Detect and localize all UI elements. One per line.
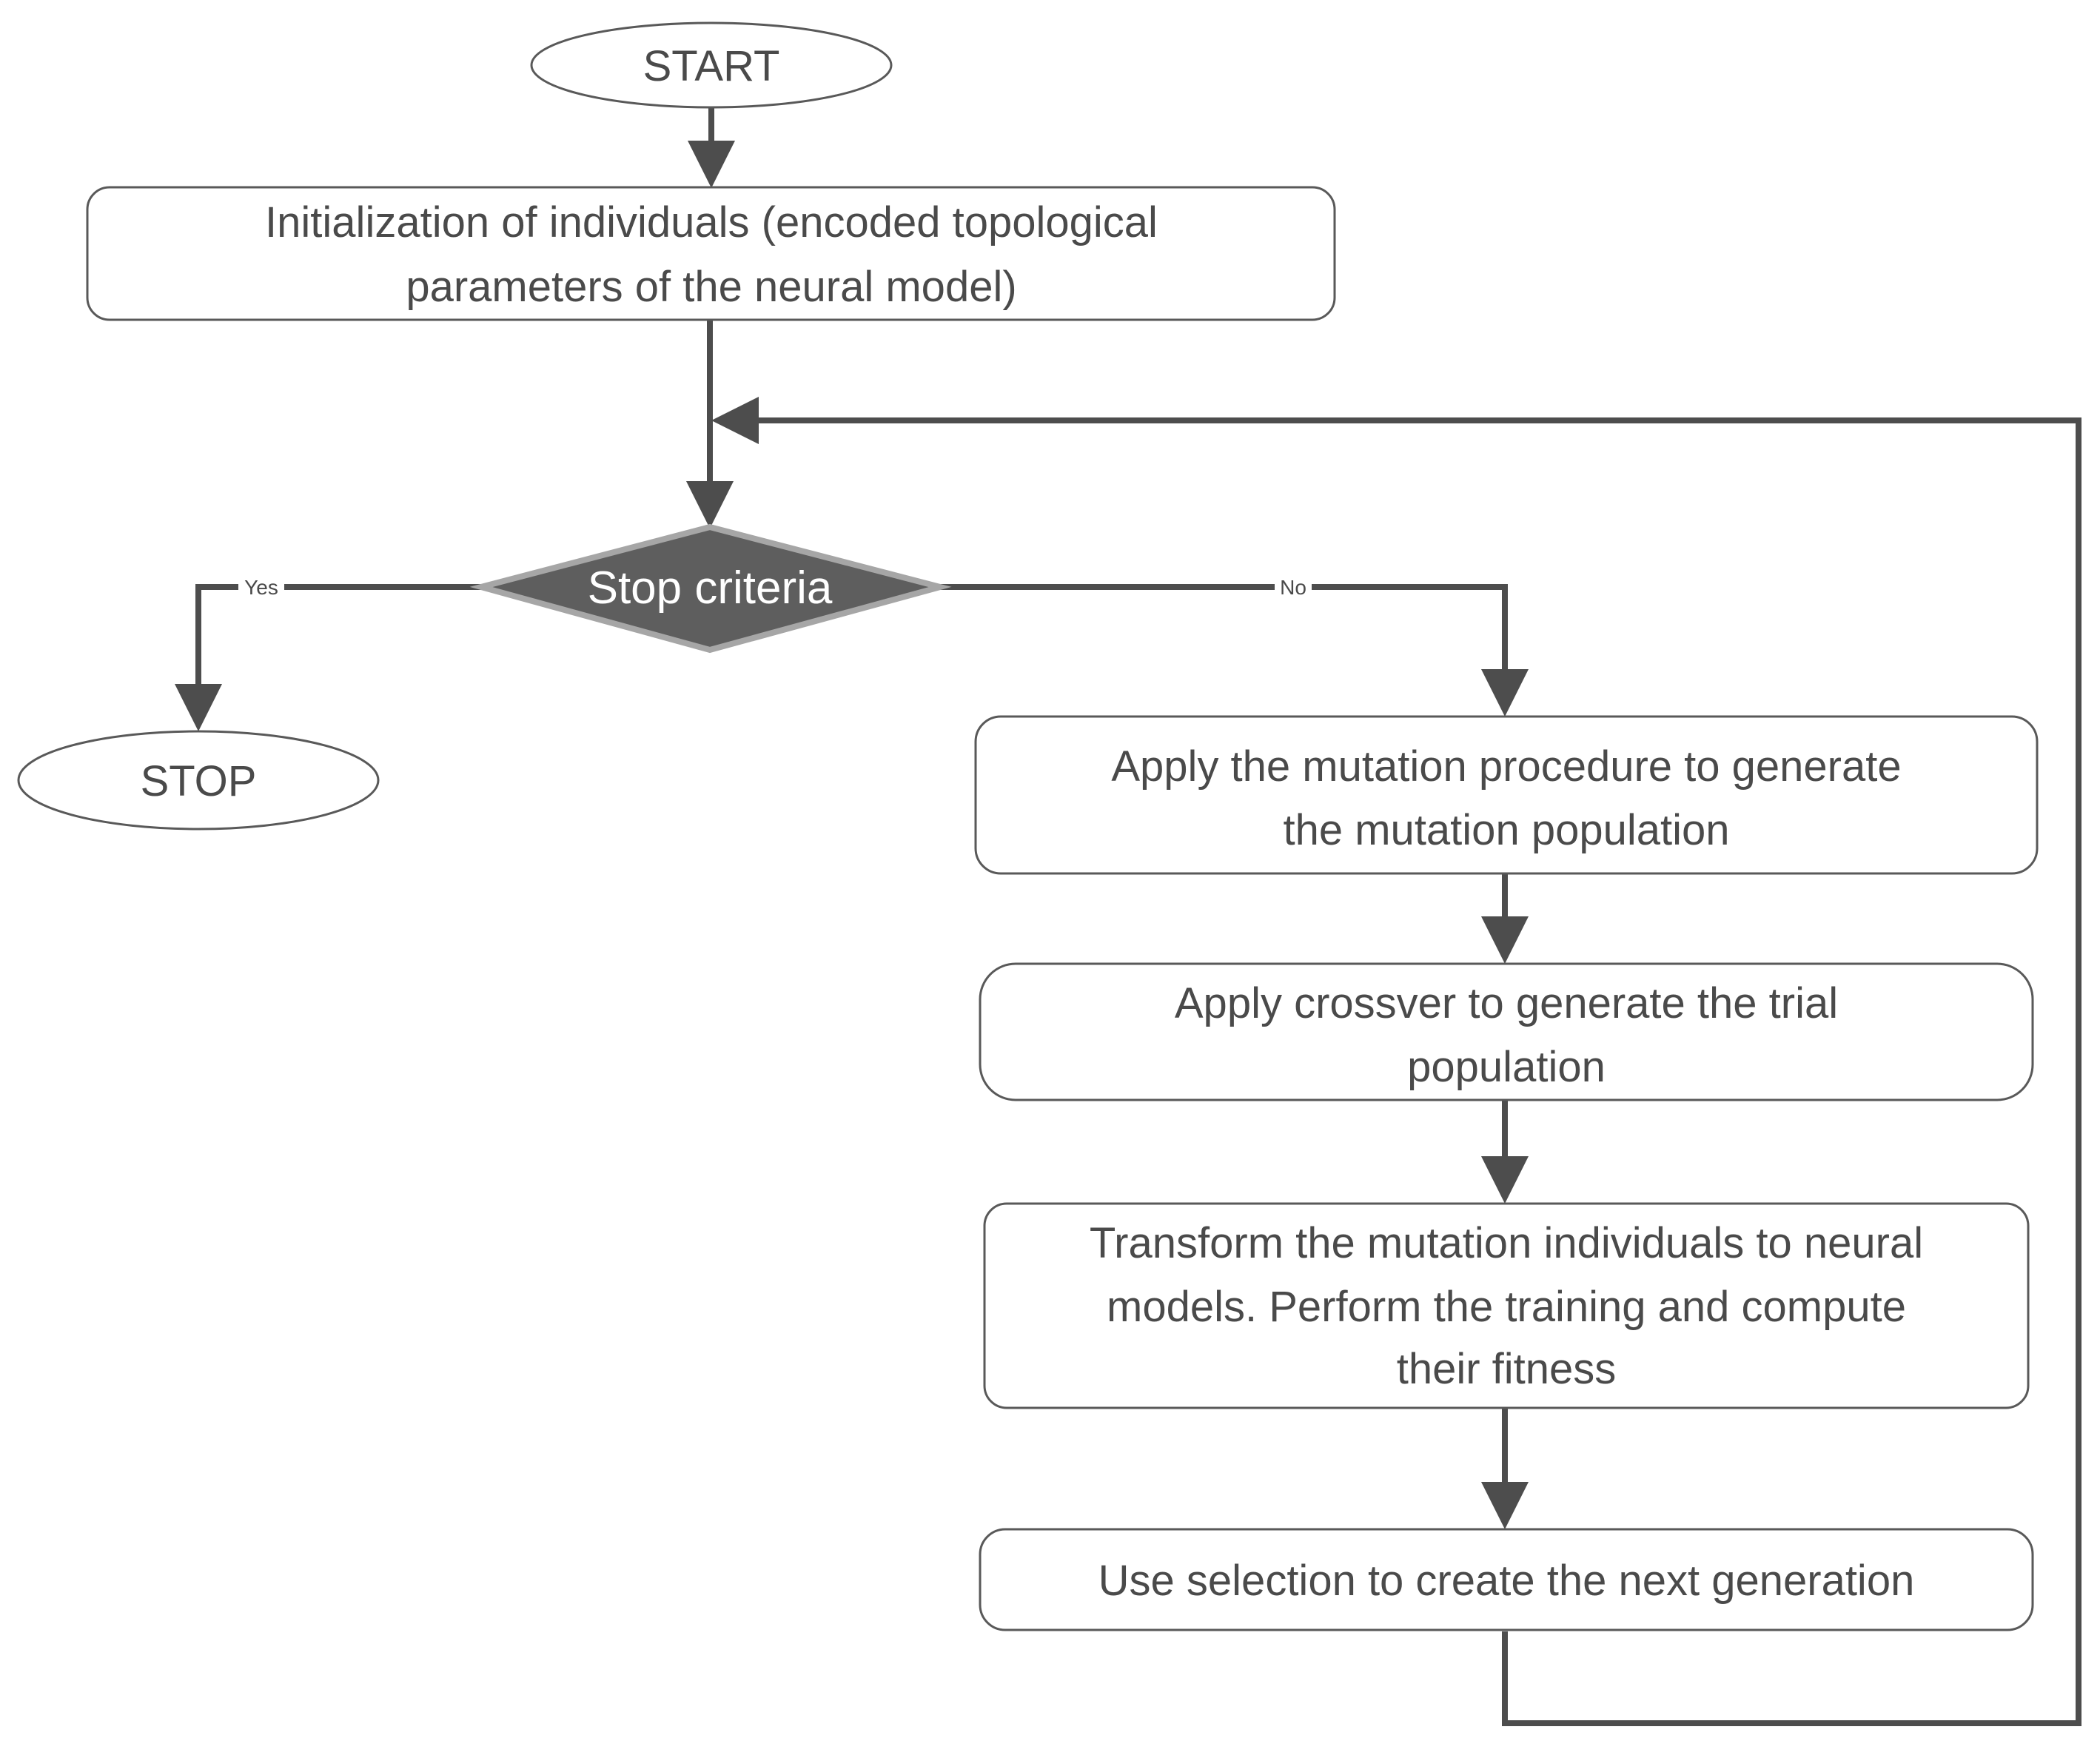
crossover-node: Apply crossver to generate the trial pop… [979, 962, 2034, 1101]
mutation-box [974, 715, 2039, 875]
init-box [86, 186, 1336, 321]
init-node: Initialization of individuals (encoded t… [86, 186, 1336, 321]
start-node: START [530, 21, 893, 109]
init-label-line-2: parameters of the neural model) [406, 263, 1016, 311]
no-label-bg [1275, 574, 1312, 599]
transform-label-line-2: models. Perform the training and compute [1107, 1283, 1906, 1331]
edge-label-yes: Yes [244, 576, 278, 599]
selection-node: Use selection to create the next generat… [979, 1528, 2034, 1631]
edge-label-no: No [1280, 576, 1306, 599]
start-label: START [643, 42, 780, 90]
edges [175, 107, 2081, 1726]
selection-label: Use selection to create the next generat… [1098, 1557, 1915, 1605]
init-label-line-1: Initialization of individuals (encoded t… [265, 198, 1158, 246]
stop-node: STOP [17, 730, 380, 831]
decision-diamond [469, 523, 952, 654]
edge-no-to-mutation [940, 584, 1529, 717]
edge-loop-back [711, 397, 2081, 1726]
stop-ellipse [17, 730, 380, 831]
transform-label-line-1: Transform the mutation individuals to ne… [1090, 1219, 1923, 1267]
crossover-box [979, 962, 2034, 1101]
mutation-label-line-2: the mutation population [1284, 806, 1730, 854]
stop-label: STOP [141, 757, 257, 805]
mutation-node: Apply the mutation procedure to generate… [974, 715, 2039, 875]
selection-box [979, 1528, 2034, 1631]
crossover-label-line-2: population [1407, 1043, 1606, 1091]
start-ellipse [530, 21, 893, 109]
decision-node: Stop criteria [469, 523, 952, 654]
decision-label: Stop criteria [588, 563, 833, 614]
transform-label-line-3: their fitness [1397, 1345, 1617, 1393]
edge-yes-to-stop [175, 584, 481, 731]
yes-label-bg [238, 574, 284, 599]
mutation-label-line-1: Apply the mutation procedure to generate [1111, 742, 1901, 791]
crossover-label-line-1: Apply crossver to generate the trial [1175, 979, 1838, 1027]
transform-node: Transform the mutation individuals to ne… [983, 1202, 2030, 1409]
transform-box [983, 1202, 2030, 1409]
